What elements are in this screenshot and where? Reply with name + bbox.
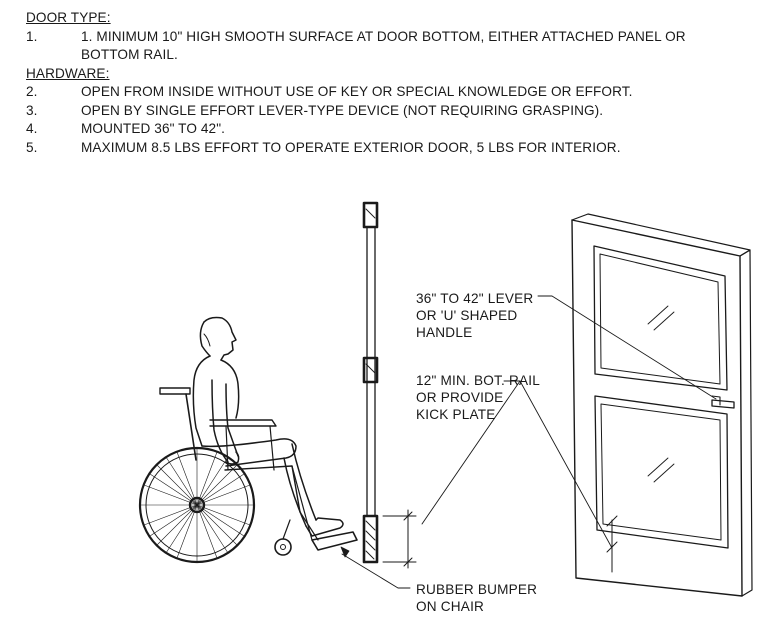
door-section (362, 201, 379, 564)
general-notes: DOOR TYPE: 1. 1. MINIMUM 10" HIGH SMOOTH… (26, 9, 746, 157)
wheel-spokes (139, 447, 255, 563)
callout-line: ON CHAIR (416, 599, 485, 614)
callout-line: RUBBER BUMPER (416, 582, 538, 597)
leader-bumper (341, 553, 411, 589)
note-text: MAXIMUM 8.5 LBS EFFORT TO OPERATE EXTERI… (81, 139, 621, 155)
door-side-edge (739, 249, 753, 597)
door-top-edge (571, 213, 751, 257)
callout-rubber-bumper: RUBBER BUMPER ON CHAIR (416, 581, 537, 615)
note-item: 5. MAXIMUM 8.5 LBS EFFORT TO OPERATE EXT… (26, 139, 746, 158)
note-number: 1. (26, 28, 38, 44)
wheelchair (138, 387, 358, 564)
lever-handle (711, 399, 735, 409)
note-item: 2. OPEN FROM INSIDE WITHOUT USE OF KEY O… (26, 83, 746, 102)
callout-lever-handle: 36" TO 42" LEVER OR 'U' SHAPED HANDLE (416, 290, 533, 341)
callout-line: OR 'U' SHAPED (416, 308, 518, 323)
footrest (311, 531, 358, 551)
lower-glass-panel (594, 395, 729, 549)
callout-line: KICK PLATE (416, 407, 496, 422)
note-number: 4. (26, 121, 38, 136)
leader-lines (340, 295, 717, 589)
push-handle (159, 387, 191, 395)
note-number: 3. (26, 102, 38, 118)
bottom-rail-dimension (382, 509, 417, 569)
callout-bottom-rail: 12" MIN. BOT. RAIL OR PROVIDE KICK PLATE (416, 372, 540, 423)
note-number: 5. (26, 139, 38, 155)
callout-line: 12" MIN. BOT. RAIL (416, 373, 541, 388)
note-text: MOUNTED 36" TO 42". (81, 121, 226, 136)
callout-line: OR PROVIDE (416, 390, 504, 405)
callout-line: 36" TO 42" LEVER (416, 291, 534, 306)
hardware-heading: HARDWARE: (26, 65, 110, 81)
callout-line: HANDLE (416, 325, 473, 340)
door-type-heading: DOOR TYPE: (26, 10, 111, 25)
note-item: 3. OPEN BY SINGLE EFFORT LEVER-TYPE DEVI… (26, 102, 746, 121)
armrest (209, 419, 277, 427)
door-perspective (571, 213, 753, 597)
note-text: OPEN FROM INSIDE WITHOUT USE OF KEY OR S… (81, 84, 633, 99)
note-text: 1. MINIMUM 10" HIGH SMOOTH SURFACE AT DO… (81, 28, 686, 63)
bottom-rail-block (362, 514, 379, 564)
note-number: 2. (26, 84, 38, 99)
note-item: 1. 1. MINIMUM 10" HIGH SMOOTH SURFACE AT… (26, 28, 746, 65)
front-caster (274, 538, 292, 556)
seated-person (192, 316, 344, 537)
top-rail-block (362, 201, 379, 229)
note-text: OPEN BY SINGLE EFFORT LEVER-TYPE DEVICE … (81, 102, 604, 118)
upper-glass-panel (593, 245, 728, 391)
leader-lever (537, 295, 717, 400)
note-item: 4. MOUNTED 36" TO 42". (26, 120, 746, 139)
leader-rail-right (519, 380, 613, 549)
lock-rail-block (362, 356, 379, 384)
